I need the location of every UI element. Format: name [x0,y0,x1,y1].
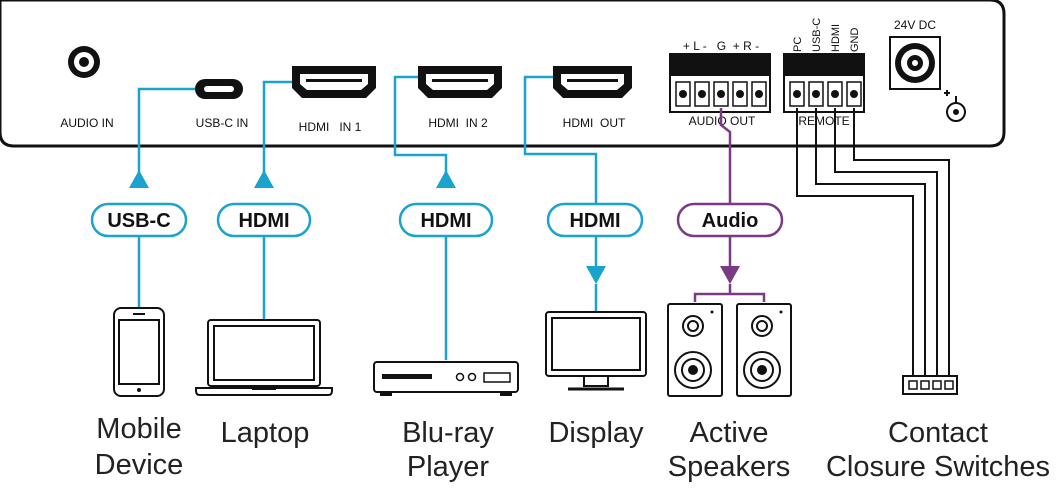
remote-terminal-icon [783,53,865,113]
usbc-cable [137,87,195,308]
device-panel [0,0,1006,148]
audio-in-jack-icon [68,46,100,78]
label-usbc-in: USB-C IN [196,116,249,130]
hdmi-in1-port-icon [292,66,376,98]
label-remote-pin-hdmi: HDMI [830,24,842,52]
label-mobile-device-line2: Device [95,449,184,481]
svg-text:HDMI: HDMI [238,210,289,232]
laptop-icon [195,319,333,396]
hdmi2-arrow-icon [436,170,456,188]
audio-arrow-icon [720,266,740,284]
polarity-symbol-icon [944,90,966,122]
audio-out-terminal-icon [669,53,771,113]
hdmi2-cable [393,75,448,360]
label-power: 24V DC [894,18,936,32]
mobile-device-icon [113,307,165,397]
label-speakers-line1: Active [690,417,769,449]
label-bluray-line2: Player [407,451,490,483]
hdmi1-cable [262,80,292,320]
bluray-player-icon [373,361,519,396]
label-hdmi-in1: HDMI IN 1 [299,120,362,134]
svg-text:HDMI: HDMI [420,210,471,232]
label-switches-line1: Contact [888,417,988,449]
svg-text:USB-C: USB-C [107,210,170,232]
badge-audio: Audio [676,202,784,238]
label-remote-pin-pc: PC [792,37,804,52]
contact-closure-switch-icon [902,375,958,395]
label-audio-out: AUDIO OUT [689,114,756,128]
badge-hdmi-in1: HDMI [216,202,312,238]
badge-hdmi-in2: HDMI [398,202,494,238]
label-laptop: Laptop [221,417,310,449]
hdmi-out-cable [523,75,598,312]
label-hdmi-in2: HDMI IN 2 [428,116,488,130]
hdmi-out-port-icon [553,66,632,98]
remote-cables [796,108,950,376]
svg-text:Audio: Audio [702,210,759,232]
label-remote-pin-gnd: GND [849,28,861,53]
audio-cable [693,108,766,302]
label-display: Display [548,417,644,449]
label-switches-line2: Closure Switches [826,451,1050,483]
usbc-port-icon [195,79,243,99]
power-jack-icon [889,36,941,90]
usbc-arrow-icon [129,170,149,188]
badge-usbc: USB-C [90,202,188,238]
label-hdmi-out: HDMI OUT [563,116,626,130]
speaker-left-icon [667,303,723,397]
label-remote-pin-usbc: USB-C [811,18,823,52]
badge-hdmi-out: HDMI [546,202,644,238]
svg-text:HDMI: HDMI [569,210,620,232]
label-speakers-line2: Speakers [668,451,791,483]
label-mobile-device-line1: Mobile [96,413,181,445]
hdmi-in2-port-icon [418,66,502,98]
hdmi-out-arrow-icon [586,266,606,284]
speaker-right-icon [736,303,792,397]
label-audio-pins: + L - G + R - [683,39,759,53]
label-audio-in: AUDIO IN [60,116,113,130]
label-bluray-line1: Blu-ray [402,417,494,449]
label-remote: REMOTE [798,114,849,128]
display-icon [545,311,647,391]
hdmi1-arrow-icon [254,170,274,188]
